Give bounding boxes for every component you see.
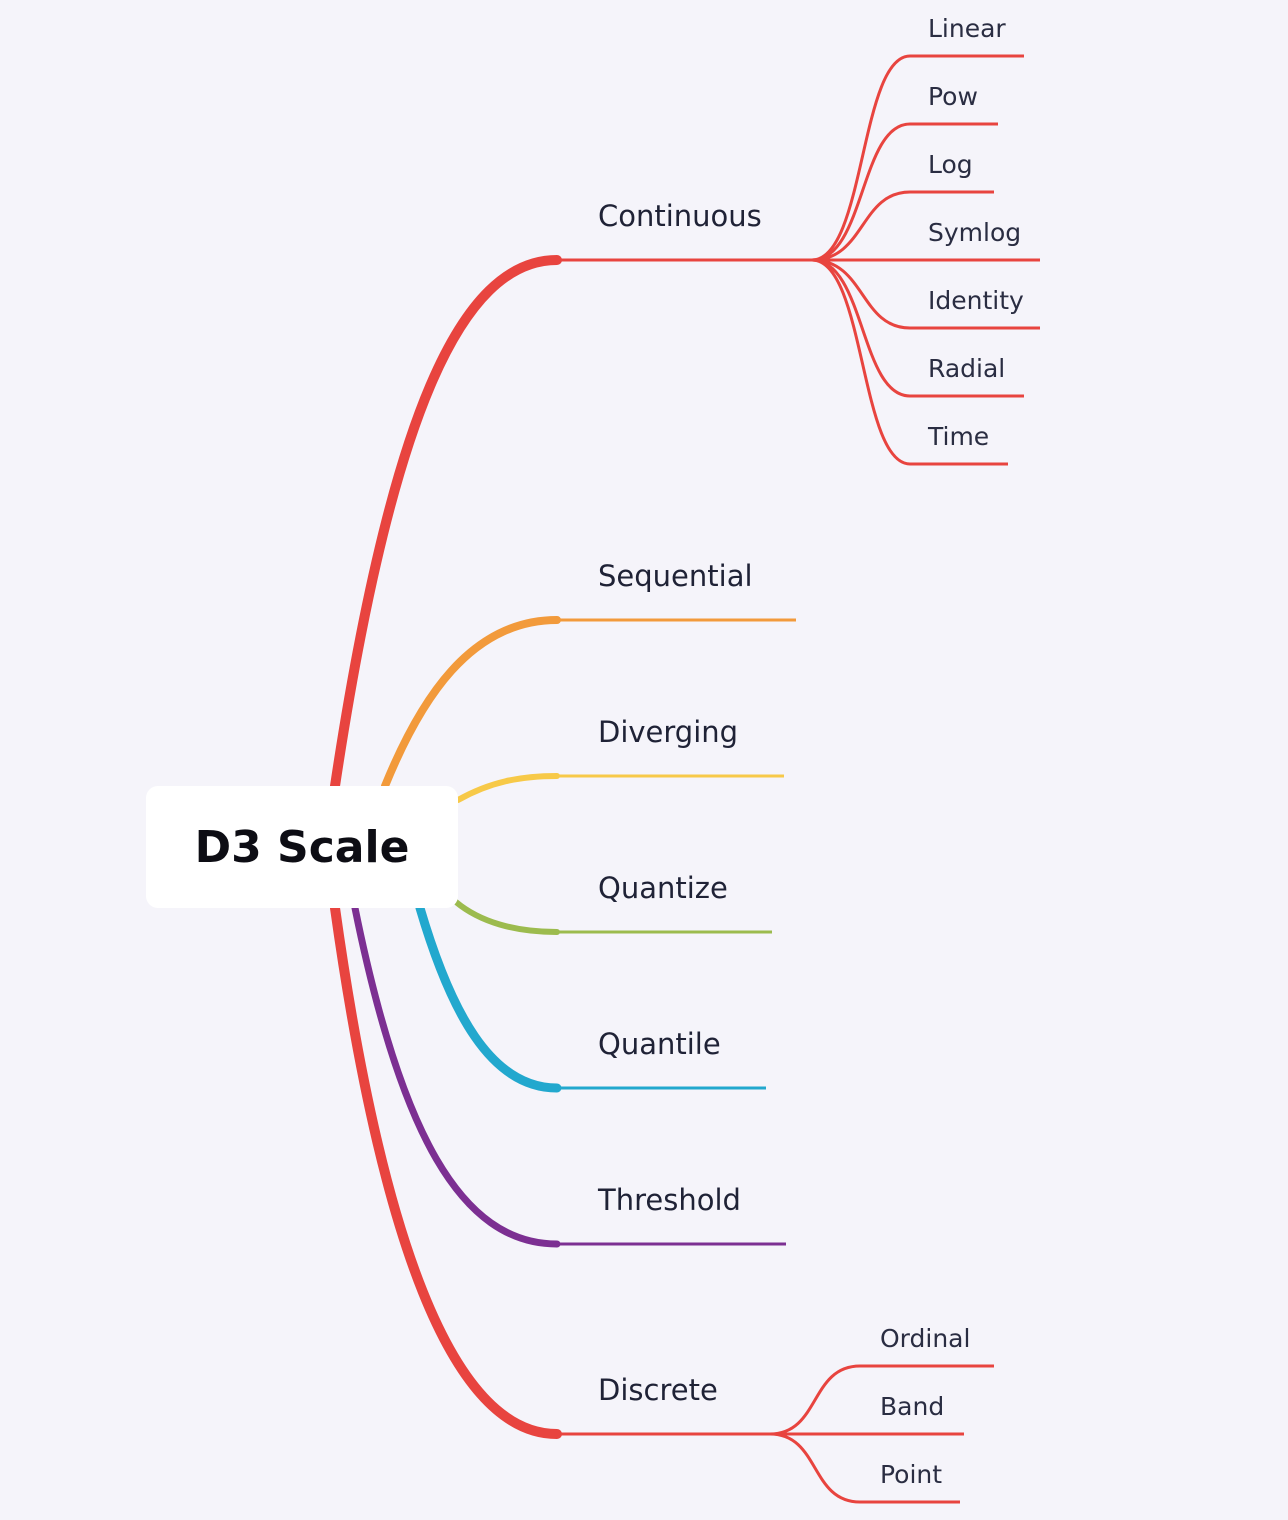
leaf-label-radial[interactable]: Radial — [928, 354, 1006, 383]
connector-discrete — [330, 903, 562, 1439]
root-node[interactable]: D3 Scale — [146, 786, 458, 908]
leaf-label-point[interactable]: Point — [880, 1460, 943, 1489]
leaf-label-log[interactable]: Log — [928, 150, 973, 179]
leaf-label-time[interactable]: Time — [928, 422, 990, 451]
leaf-connector-pow — [811, 122, 998, 262]
leaf-label-ordinal[interactable]: Ordinal — [880, 1324, 971, 1353]
leaf-connector-radial — [811, 258, 1024, 398]
connector-quantize — [453, 899, 560, 935]
leaf-label-linear[interactable]: Linear — [928, 14, 1006, 43]
leaf-connector-identity — [811, 258, 1040, 330]
leaf-label-identity[interactable]: Identity — [928, 286, 1024, 315]
leaf-label-symlog[interactable]: Symlog — [928, 218, 1022, 247]
branch-label-discrete[interactable]: Discrete — [598, 1373, 718, 1407]
connector-quantile — [415, 903, 562, 1093]
leaf-label-band[interactable]: Band — [880, 1392, 945, 1421]
leaf-connector-point — [769, 1432, 960, 1504]
root-label: D3 Scale — [194, 821, 410, 873]
connector-continuous — [330, 255, 562, 791]
branch-label-quantize[interactable]: Quantize — [598, 871, 728, 905]
leaf-connector-linear — [811, 54, 1024, 262]
leaf-connector-time — [811, 258, 1008, 466]
connector-diverging — [455, 773, 560, 803]
branch-label-diverging[interactable]: Diverging — [598, 715, 739, 749]
branch-label-sequential[interactable]: Sequential — [598, 559, 753, 593]
branch-label-threshold[interactable]: Threshold — [598, 1183, 741, 1217]
branch-label-quantile[interactable]: Quantile — [598, 1027, 721, 1061]
connector-threshold — [351, 904, 561, 1248]
leaf-label-pow[interactable]: Pow — [928, 82, 978, 111]
branch-label-continuous[interactable]: Continuous — [598, 199, 762, 233]
connector-sequential — [381, 616, 561, 790]
leaf-connector-log — [811, 190, 994, 262]
leaf-connector-ordinal — [769, 1364, 994, 1436]
